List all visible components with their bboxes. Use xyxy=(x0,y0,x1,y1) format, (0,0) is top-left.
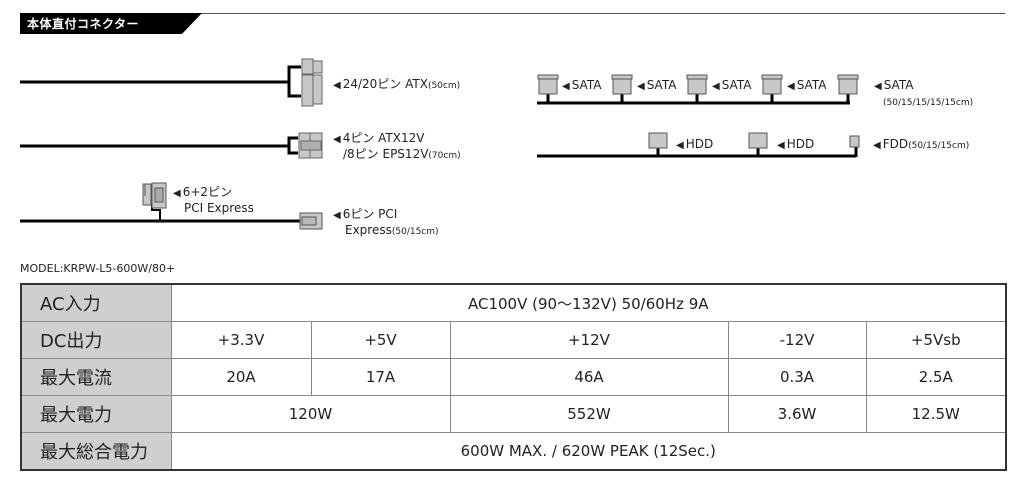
sata-label-3: ◀SATA xyxy=(712,78,752,92)
atx12v-label: ◀4ピン ATX12V /8ピン EPS12V(70cm) xyxy=(333,131,461,161)
sata-label-2: ◀SATA xyxy=(637,78,677,92)
table-row-max-power: 最大電力 120W 552W 3.6W 12.5W xyxy=(20,395,1007,433)
model-number: MODEL:KRPW-L5-600W/80+ xyxy=(20,262,176,275)
table-cell: 600W MAX. / 620W PEAK (12Sec.) xyxy=(170,432,1007,471)
sata-label-4: ◀SATA xyxy=(787,78,827,92)
atx12v-connector-icon xyxy=(298,132,323,159)
arrow-left-icon: ◀ xyxy=(874,81,882,92)
sata-connector-icon xyxy=(538,78,558,95)
arrow-left-icon: ◀ xyxy=(173,188,181,199)
pcie-6pin-connector-icon xyxy=(299,212,323,230)
table-row-max-current: 最大電流 20A 17A 46A 0.3A 2.5A xyxy=(20,358,1007,396)
fdd-label: ◀FDD(50/15/15cm) xyxy=(873,137,970,151)
table-cell: 0.3A xyxy=(727,358,867,396)
hdd-label-2: ◀HDD xyxy=(777,137,815,151)
table-row-max-total-power: 最大総合電力 600W MAX. / 620W PEAK (12Sec.) xyxy=(20,432,1007,471)
arrow-left-icon: ◀ xyxy=(562,81,570,92)
arrow-left-icon: ◀ xyxy=(787,81,795,92)
sata-connector-icon xyxy=(762,78,782,95)
table-cell: 12.5W xyxy=(865,395,1007,433)
arrow-left-icon: ◀ xyxy=(873,140,881,151)
table-cell: +12V xyxy=(449,321,729,359)
atx-label: ◀24/20ピン ATX(50cm) xyxy=(333,77,461,91)
sata-label-5: ◀SATA (50/15/15/15/15cm) xyxy=(874,78,974,108)
sata-connector-icon xyxy=(686,74,708,80)
row-header: AC入力 xyxy=(20,283,172,322)
table-cell: 2.5A xyxy=(865,358,1007,396)
section-title: 本体直付コネクター xyxy=(27,17,140,31)
arrow-left-icon: ◀ xyxy=(333,80,341,91)
row-header: 最大電力 xyxy=(20,395,172,433)
section-divider xyxy=(20,13,1005,14)
sata-connector-icon xyxy=(611,74,633,80)
connector-diagram xyxy=(20,58,860,230)
row-header: DC出力 xyxy=(20,321,172,359)
fdd-connector-icon xyxy=(849,135,860,148)
sata-connector-icon xyxy=(687,78,707,95)
row-header: 最大総合電力 xyxy=(20,432,172,471)
pcie-8pin-connector-icon xyxy=(142,182,167,209)
table-cell: 3.6W xyxy=(727,395,867,433)
section-banner xyxy=(20,13,202,34)
sata-connector-icon xyxy=(537,74,559,80)
table-cell: -12V xyxy=(727,321,867,359)
hdd-connector-icon xyxy=(648,132,668,149)
table-cell: AC100V (90〜132V) 50/60Hz 9A xyxy=(170,283,1007,322)
arrow-left-icon: ◀ xyxy=(333,134,341,145)
table-cell: +5Vsb xyxy=(865,321,1007,359)
table-cell: +5V xyxy=(310,321,451,359)
arrow-left-icon: ◀ xyxy=(637,81,645,92)
row-header: 最大電流 xyxy=(20,358,172,396)
table-row-ac-input: AC入力 AC100V (90〜132V) 50/60Hz 9A xyxy=(20,283,1007,322)
table-cell: 17A xyxy=(310,358,451,396)
table-cell: 20A xyxy=(170,358,312,396)
table-row-dc-output: DC出力 +3.3V +5V +12V -12V +5Vsb xyxy=(20,321,1007,359)
arrow-left-icon: ◀ xyxy=(676,140,684,151)
arrow-left-icon: ◀ xyxy=(712,81,720,92)
sata-connector-icon xyxy=(612,78,632,95)
pcie-6pin-label: ◀6ピン PCI Express(50/15cm) xyxy=(333,207,439,237)
sata-label-1: ◀SATA xyxy=(562,78,602,92)
atx-connector-icon xyxy=(301,58,323,107)
sata-connector-icon xyxy=(837,74,859,80)
table-cell: 552W xyxy=(449,395,729,433)
pcie-8pin-label: ◀6+2ピン PCI Express xyxy=(173,185,254,215)
spec-table: AC入力 AC100V (90〜132V) 50/60Hz 9A DC出力 +3… xyxy=(20,283,1008,471)
sata-connector-icon xyxy=(761,74,783,80)
table-cell: +3.3V xyxy=(170,321,312,359)
table-cell: 120W xyxy=(170,395,451,433)
hdd-label-1: ◀HDD xyxy=(676,137,714,151)
table-cell: 46A xyxy=(449,358,729,396)
arrow-left-icon: ◀ xyxy=(333,210,341,221)
arrow-left-icon: ◀ xyxy=(777,140,785,151)
hdd-connector-icon xyxy=(748,132,768,149)
sata-connector-icon xyxy=(838,78,858,95)
